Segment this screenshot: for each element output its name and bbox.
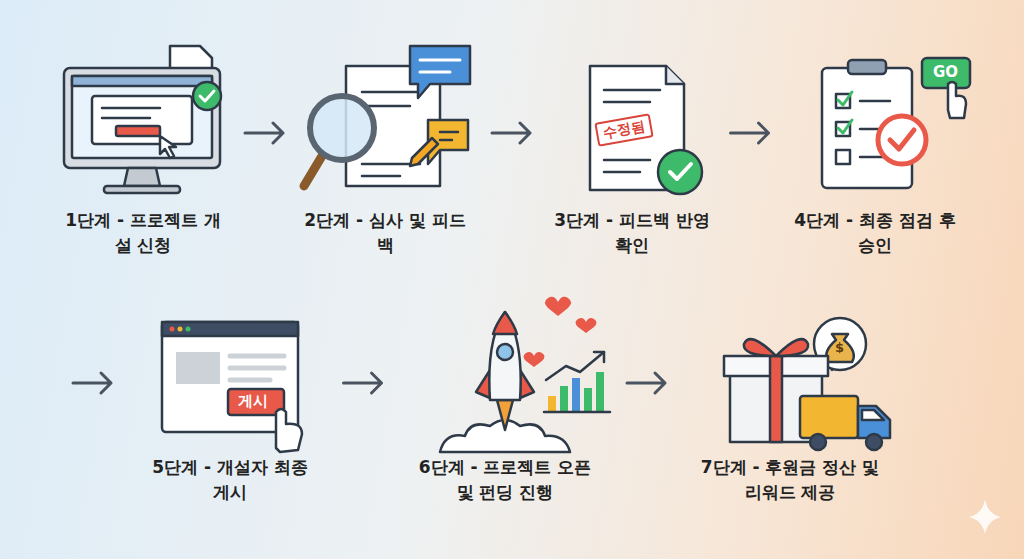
revised-document-icon xyxy=(590,66,702,194)
step-caption: 5단계 - 개설자 최종 게시 xyxy=(145,455,315,505)
icon-label: GO xyxy=(933,63,958,81)
checklist-icon xyxy=(822,58,970,188)
step-caption: 4단계 - 최종 점검 후 승인 xyxy=(787,208,963,258)
icon-label: 수정됨 xyxy=(594,113,653,146)
process-step: 2단계 - 심사 및 피드백 xyxy=(300,40,470,262)
process-step: 1단계 - 프로젝트 개설 신청 xyxy=(58,40,228,262)
monitor-icon xyxy=(64,46,221,193)
review-icon xyxy=(304,46,470,186)
flow-arrow xyxy=(344,373,382,393)
sparkle xyxy=(969,500,1001,534)
rocket-icon xyxy=(440,297,610,452)
step-caption: 3단계 - 피드백 반영 확인 xyxy=(552,208,712,258)
flow-arrow xyxy=(731,123,769,143)
process-step: 7단계 - 후원금 정산 및 리워드 제공 xyxy=(692,300,888,530)
reward-icon xyxy=(724,318,890,450)
flow-arrow xyxy=(245,123,283,143)
icon-label: 게시 xyxy=(238,392,268,411)
step-caption: 2단계 - 심사 및 피드백 xyxy=(300,208,470,258)
process-step: 3단계 - 피드백 반영 확인 xyxy=(552,40,712,262)
flow-arrow xyxy=(627,373,665,393)
process-step: 6단계 - 프로젝트 오픈 및 펀딩 진행 xyxy=(410,300,600,530)
step-caption: 7단계 - 후원금 정산 및 리워드 제공 xyxy=(692,455,888,505)
flow-arrow xyxy=(73,373,111,393)
process-step: 5단계 - 개설자 최종 게시 xyxy=(145,300,315,530)
step-caption: 1단계 - 프로젝트 개설 신청 xyxy=(58,208,228,258)
browser-icon xyxy=(162,322,302,452)
icon-label: $ xyxy=(835,340,844,355)
step-caption: 6단계 - 프로젝트 오픈 및 펀딩 진행 xyxy=(410,455,600,505)
flow-arrow xyxy=(492,123,530,143)
